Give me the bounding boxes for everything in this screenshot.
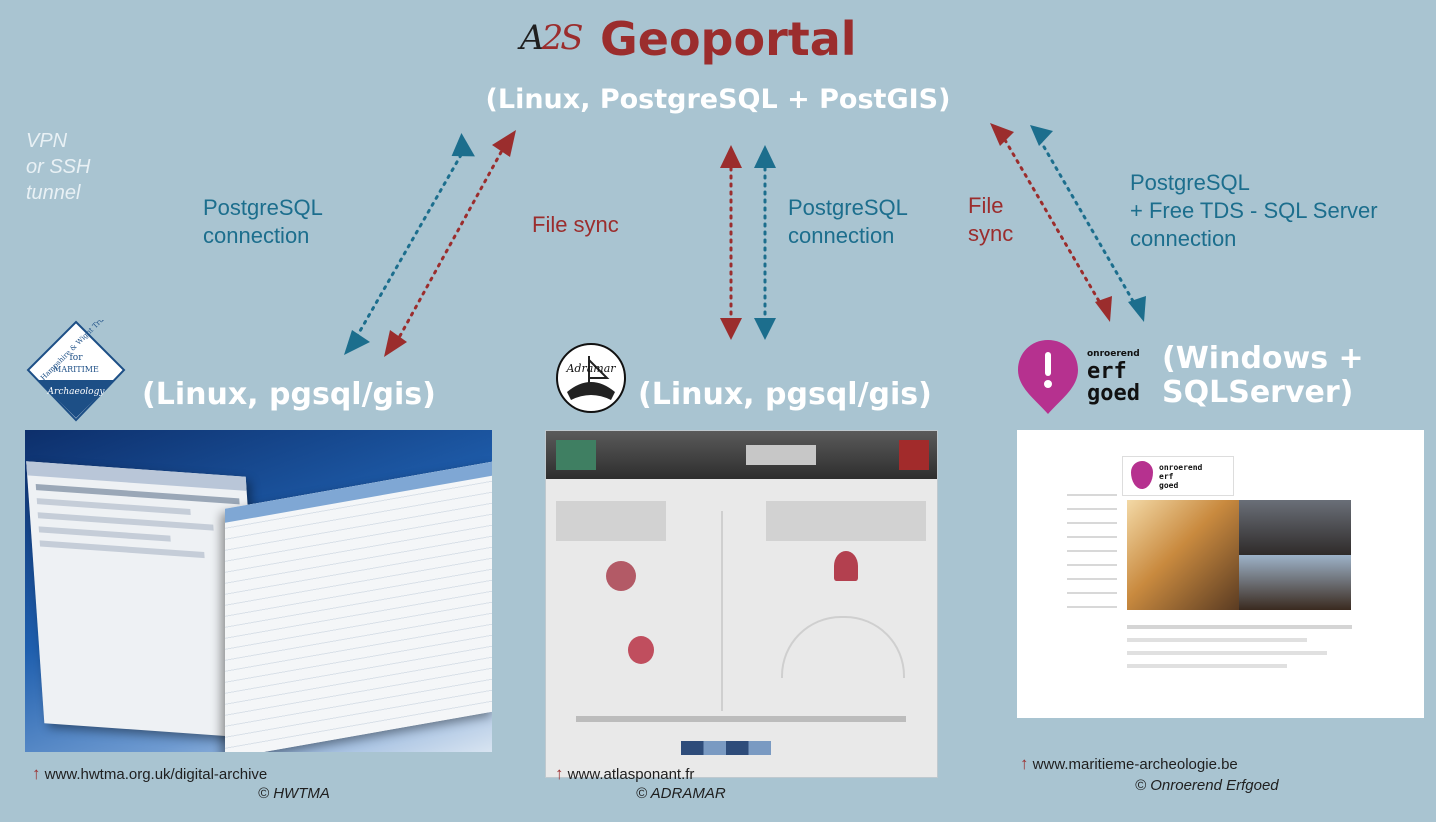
left-pg-label-line2: connection bbox=[203, 223, 310, 248]
hwtma-screenshot bbox=[25, 430, 492, 752]
adramar-url-text[interactable]: www.atlasponant.fr bbox=[567, 766, 695, 783]
right-sync-label-line2: sync bbox=[968, 221, 1014, 246]
left-sync-label: File sync bbox=[532, 212, 619, 237]
screenshot-sidebar bbox=[1067, 490, 1117, 620]
arrowhead-down bbox=[1128, 296, 1146, 322]
screenshot-thumb-1 bbox=[1239, 500, 1351, 555]
hwtma-logo: Hampshire & Wight Trust for MARITIME Arc… bbox=[26, 320, 126, 422]
up-arrow-icon: ↑ bbox=[555, 764, 564, 783]
screenshot-header bbox=[546, 431, 937, 479]
wordmark-small: onroerend bbox=[1087, 349, 1140, 359]
arrowhead-down bbox=[754, 318, 776, 340]
page-subtitle: (Linux, PostgreSQL + PostGIS) bbox=[485, 84, 951, 115]
right-sync-label-line1: File bbox=[968, 193, 1004, 218]
left-pg-label: PostgreSQL connection bbox=[203, 194, 323, 250]
svg-text:Archaeology: Archaeology bbox=[47, 387, 106, 397]
svg-text:Adramar: Adramar bbox=[565, 362, 616, 375]
wordmark-erf: erf bbox=[1087, 359, 1127, 384]
adramar-logo: Adramar bbox=[556, 343, 626, 413]
title-block: A2S Geoportal bbox=[520, 8, 940, 78]
mid-pg-label-line1: PostgreSQL bbox=[788, 195, 908, 220]
node-oe-heading-line2: SQLServer) bbox=[1162, 375, 1354, 410]
vpn-line-2: or SSH bbox=[26, 156, 91, 178]
arrowhead-down bbox=[720, 318, 742, 340]
hwtma-url: ↑ www.hwtma.org.uk/digital-archive bbox=[32, 765, 267, 784]
adramar-url: ↑ www.atlasponant.fr bbox=[555, 765, 694, 784]
a2s-logo: A2S bbox=[520, 18, 583, 58]
right-sync-arrow bbox=[990, 123, 1112, 322]
right-pg-arrow bbox=[1030, 125, 1146, 322]
oe-credit: © Onroerend Erfgoed bbox=[1135, 777, 1279, 794]
oe-url: ↑ www.maritieme-archeologie.be bbox=[1020, 755, 1238, 774]
node-oe-heading-line1: (Windows + bbox=[1162, 341, 1364, 376]
adramar-credit: © ADRAMAR bbox=[636, 785, 726, 802]
page-title: Geoportal bbox=[600, 12, 857, 66]
left-pg-arrow bbox=[344, 133, 475, 355]
node-oe-heading: (Windows + SQLServer) bbox=[1162, 342, 1364, 410]
node-adramar-heading: (Linux, pgsql/gis) bbox=[638, 377, 932, 412]
screenshot-hero-image bbox=[1127, 500, 1239, 610]
arrowhead-up bbox=[720, 145, 742, 168]
vpn-line-1: VPN bbox=[26, 130, 68, 152]
screenshot-window-front bbox=[225, 461, 492, 752]
mid-sync-arrow bbox=[720, 145, 742, 340]
svg-text:MARITIME: MARITIME bbox=[53, 365, 99, 374]
mid-pg-label-line2: connection bbox=[788, 223, 895, 248]
onroerend-erfgoed-wordmark: onroerend erf goed bbox=[1087, 350, 1140, 405]
hwtma-credit: © HWTMA bbox=[258, 785, 330, 802]
right-pg-label-line2: + Free TDS - SQL Server bbox=[1130, 198, 1378, 223]
right-pg-label: PostgreSQL + Free TDS - SQL Server conne… bbox=[1130, 169, 1378, 253]
vpn-note: VPN or SSH tunnel bbox=[26, 128, 90, 206]
arrowhead-up bbox=[492, 130, 516, 157]
wordmark-goed: goed bbox=[1087, 381, 1140, 406]
arrowhead-up bbox=[451, 133, 475, 157]
left-sync-arrow bbox=[384, 130, 516, 357]
right-pg-label-line1: PostgreSQL bbox=[1130, 170, 1250, 195]
mid-pg-arrow bbox=[754, 145, 776, 340]
oe-url-text[interactable]: www.maritieme-archeologie.be bbox=[1032, 756, 1238, 773]
adramar-screenshot bbox=[545, 430, 938, 778]
up-arrow-icon: ↑ bbox=[1020, 754, 1029, 773]
arrowhead-down bbox=[1095, 296, 1112, 322]
right-sync-label: File sync bbox=[968, 192, 1013, 248]
arrowhead-down bbox=[344, 330, 370, 355]
arrowhead-up bbox=[990, 123, 1014, 146]
mid-pg-label: PostgreSQL connection bbox=[788, 194, 908, 250]
svg-text:for: for bbox=[69, 353, 83, 363]
left-pg-label-line1: PostgreSQL bbox=[203, 195, 323, 220]
onroerend-erfgoed-pin-icon bbox=[1018, 340, 1078, 414]
hwtma-url-text[interactable]: www.hwtma.org.uk/digital-archive bbox=[44, 766, 268, 783]
right-pg-label-line3: connection bbox=[1130, 226, 1237, 251]
arrowhead-down bbox=[384, 330, 407, 357]
up-arrow-icon: ↑ bbox=[32, 764, 41, 783]
screenshot-thumb-2 bbox=[1239, 555, 1351, 610]
arrowhead-up bbox=[1030, 125, 1053, 146]
arrowhead-up bbox=[754, 145, 776, 168]
node-hwtma-heading: (Linux, pgsql/gis) bbox=[142, 377, 436, 412]
vpn-line-3: tunnel bbox=[26, 182, 81, 204]
